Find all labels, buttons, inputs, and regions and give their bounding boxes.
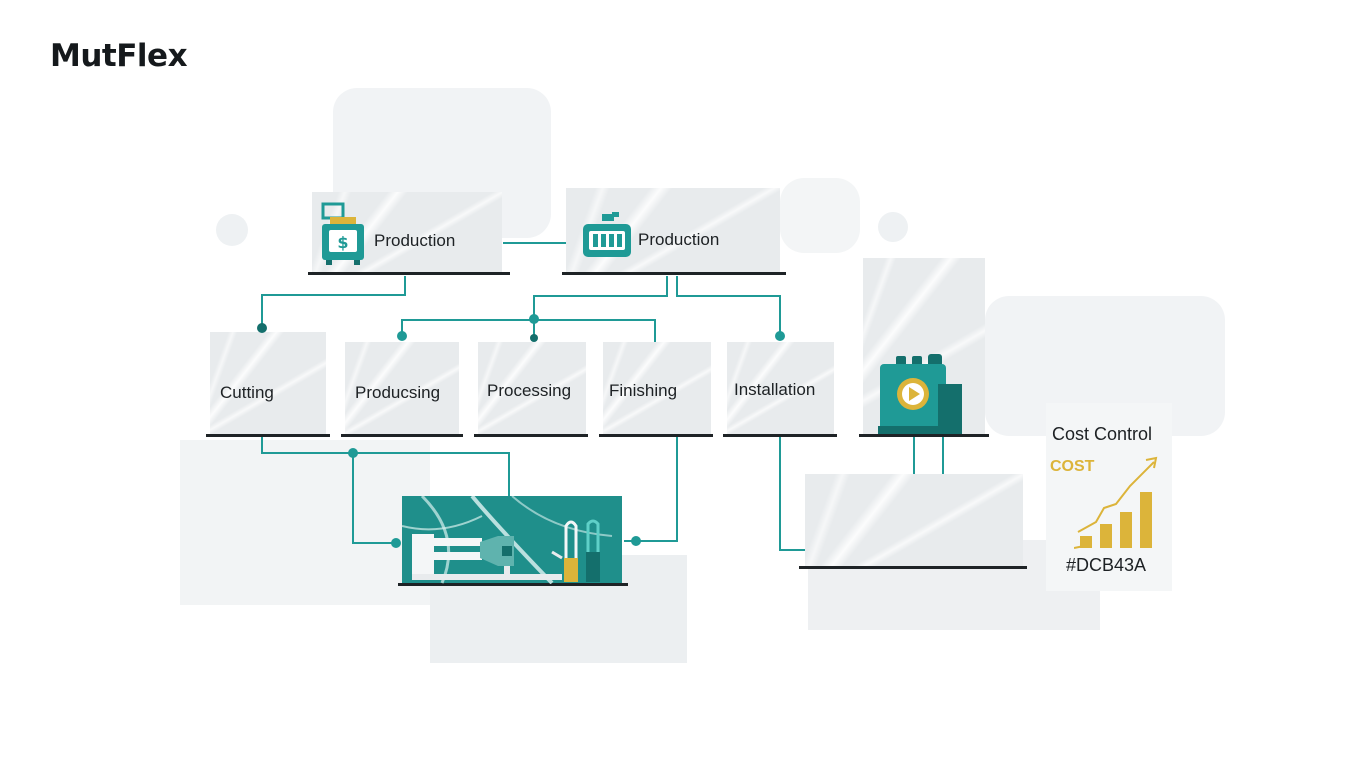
panel-processing [478, 342, 586, 434]
shelf [341, 434, 463, 437]
shelf [562, 272, 786, 275]
cutting-machine-icon [401, 494, 622, 589]
cost-hex-code: #DCB43A [1066, 555, 1147, 575]
machine-icon [582, 212, 632, 263]
panel-producsing [345, 342, 459, 434]
svg-text:$: $ [337, 233, 348, 252]
background-block [780, 178, 860, 253]
cost-tag: COST [1050, 458, 1095, 475]
stage-label-installation: Installation [734, 380, 816, 399]
shelf [599, 434, 713, 437]
shelf [206, 434, 330, 437]
background-dot [878, 212, 908, 242]
panel-finishing [603, 342, 711, 434]
shelf [308, 272, 510, 275]
panel-cutting [210, 332, 326, 434]
shelf [723, 434, 837, 437]
panel-lower [805, 474, 1023, 566]
shelf [474, 434, 588, 437]
media-device-icon [876, 354, 966, 439]
shelf [799, 566, 1027, 569]
panel-installation [727, 342, 834, 434]
top-node-label-2: Production [638, 230, 720, 249]
stage-label-processing: Processing [487, 381, 572, 400]
background-block [180, 440, 430, 605]
stage-label-finishing: Finishing [609, 381, 678, 400]
cost-control-title: Cost Control [1052, 424, 1153, 444]
cost-chart-icon [1073, 454, 1164, 555]
stage-label-producsing: Producsing [355, 383, 441, 402]
shelf [859, 434, 989, 437]
background-dot [216, 214, 248, 246]
brand-logo: MutFlex [50, 38, 188, 74]
shelf [398, 583, 628, 586]
top-node-label-1: Production [374, 231, 456, 250]
cash-register-icon: $ [320, 202, 368, 271]
stage-label-cutting: Cutting [220, 383, 274, 402]
